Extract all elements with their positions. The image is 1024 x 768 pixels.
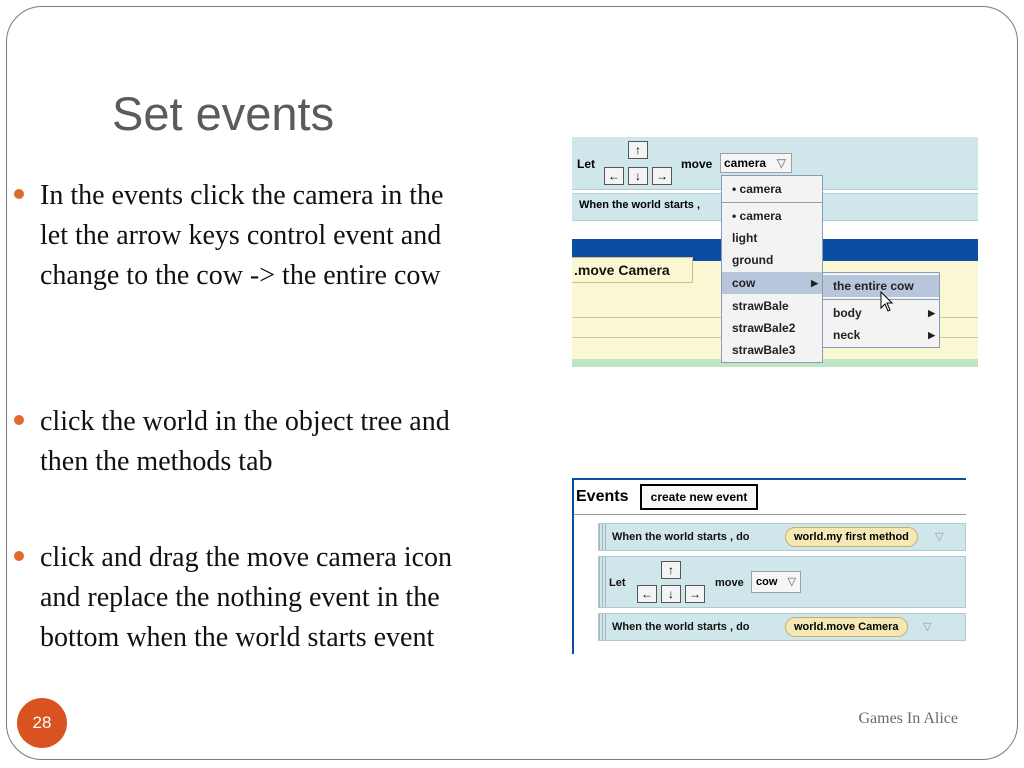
world-starts-label: When the world starts , — [579, 199, 701, 211]
camera-dropdown-value: camera — [724, 156, 767, 170]
event-row-3-label: When the world starts , do — [612, 621, 750, 633]
bullet-1-line-3: change to the cow -> the entire cow — [40, 260, 441, 291]
bullet-3-line-3: bottom when the world starts event — [40, 622, 435, 653]
event-row-1-label: When the world starts , do — [612, 531, 750, 543]
drag-handle-icon[interactable] — [599, 614, 607, 640]
event-row-let-arrows[interactable]: Let ↑ ← ↓ → move cow ▽ — [598, 556, 966, 608]
submenu-arrow-icon: ▶ — [811, 278, 818, 288]
bullet-icon: • — [732, 209, 737, 223]
submenu-item-entire-cow[interactable]: the entire cow — [823, 275, 939, 297]
bullet-1-line-1: In the events click the camera in the — [40, 180, 444, 211]
submenu-arrow-icon: ▶ — [928, 308, 935, 318]
arrow-up-key-icon[interactable]: ↑ — [628, 141, 648, 159]
move-label: move — [715, 577, 744, 589]
arrow-left-key-icon[interactable]: ← — [637, 585, 657, 603]
camera-dropdown[interactable]: camera ▽ — [720, 153, 792, 173]
slide-title: Set events — [112, 87, 335, 140]
menu-item-camera-current[interactable]: • camera — [732, 182, 782, 196]
event-row-world-starts-1[interactable]: When the world starts , do world.my firs… — [598, 523, 966, 551]
cow-dropdown[interactable]: cow ▽ — [751, 571, 801, 593]
bullet-icon: • — [732, 182, 737, 196]
arrow-up-key-icon[interactable]: ↑ — [661, 561, 681, 579]
menu-item-ground[interactable]: ground — [732, 253, 774, 267]
arrow-down-key-icon[interactable]: ↓ — [661, 585, 681, 603]
dropdown-arrow-icon: ▽ — [787, 576, 796, 588]
bullet-2-line-1: click the world in the object tree and — [40, 406, 450, 437]
drag-handle-icon[interactable] — [599, 557, 607, 607]
events-heading: Events — [576, 488, 629, 505]
submenu-item-body[interactable]: body ▶ — [823, 302, 939, 324]
dropdown-arrow-icon[interactable]: ▽ — [923, 621, 932, 633]
menu-item-strawbale3[interactable]: strawBale3 — [732, 343, 796, 357]
alice-events-panel-screenshot: Events create new event When the world s… — [572, 478, 966, 654]
alice-object-menu-screenshot: Let ↑ ← ↓ → move camera ▽ When the world… — [572, 137, 978, 367]
panel-border — [572, 478, 574, 654]
let-label: Let — [609, 577, 626, 589]
mouse-cursor-icon — [880, 291, 894, 312]
menu-item-camera[interactable]: • camera — [732, 209, 782, 223]
submenu-arrow-icon: ▶ — [928, 330, 935, 340]
page-number-badge: 28 — [17, 698, 67, 748]
dropdown-arrow-icon[interactable]: ▽ — [935, 531, 944, 543]
menu-item-cow[interactable]: cow ▶ — [722, 272, 822, 294]
method-move-camera[interactable]: world.move Camera — [785, 617, 908, 637]
bullet-2-line-2: then the methods tab — [40, 446, 273, 477]
bullet-dot-icon — [14, 415, 24, 425]
bullet-1: In the events click the camera in the le… — [14, 176, 443, 296]
object-dropdown-menu: • camera • camera light ground cow ▶ str… — [721, 175, 823, 363]
bullet-1-line-2: let the arrow keys control event and — [40, 220, 442, 251]
submenu-item-neck[interactable]: neck ▶ — [823, 324, 939, 346]
dropdown-arrow-icon: ▽ — [776, 156, 786, 170]
drag-handle-icon[interactable] — [599, 524, 607, 550]
bullet-2: click the world in the object tree and t… — [14, 402, 450, 482]
bullet-dot-icon — [14, 189, 24, 199]
arrow-right-key-icon[interactable]: → — [652, 167, 672, 185]
menu-item-strawbale[interactable]: strawBale — [732, 299, 789, 313]
event-row-world-starts-2[interactable]: When the world starts , do world.move Ca… — [598, 613, 966, 641]
tab-move-camera[interactable]: .move Camera — [572, 257, 693, 283]
move-label: move — [681, 157, 713, 171]
footer-text: Games In Alice — [858, 710, 958, 727]
arrow-right-key-icon[interactable]: → — [685, 585, 705, 603]
panel-divider — [574, 514, 966, 515]
cow-submenu: the entire cow body ▶ neck ▶ — [822, 272, 940, 348]
menu-item-strawbale2[interactable]: strawBale2 — [732, 321, 796, 335]
menu-separator — [722, 202, 822, 203]
arrow-left-key-icon[interactable]: ← — [604, 167, 624, 185]
bullet-3: click and drag the move camera icon and … — [14, 538, 452, 658]
arrow-down-key-icon[interactable]: ↓ — [628, 167, 648, 185]
let-label: Let — [577, 157, 595, 171]
cow-dropdown-value: cow — [756, 576, 778, 588]
method-my-first-method[interactable]: world.my first method — [785, 527, 918, 547]
panel-border — [572, 478, 966, 480]
bullet-3-line-2: and replace the nothing event in the — [40, 582, 440, 613]
menu-item-light[interactable]: light — [732, 231, 758, 245]
bullet-3-line-1: click and drag the move camera icon — [40, 542, 453, 573]
bullet-dot-icon — [14, 551, 24, 561]
editor-bottom-strip — [572, 359, 978, 367]
create-new-event-button[interactable]: create new event — [640, 484, 758, 510]
